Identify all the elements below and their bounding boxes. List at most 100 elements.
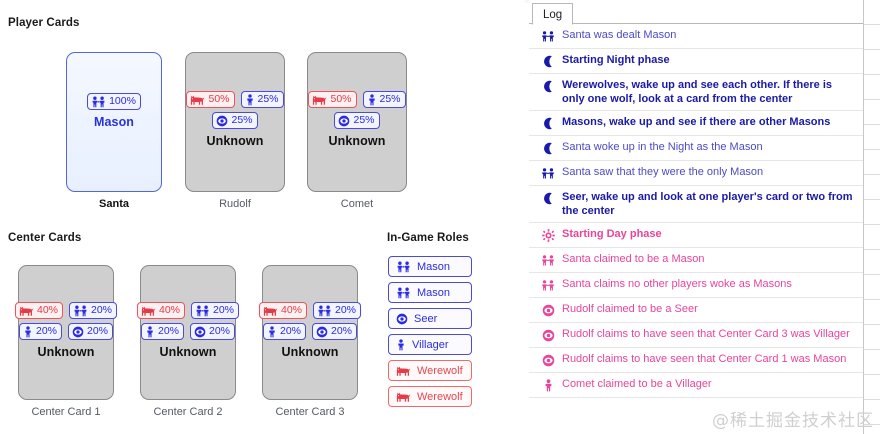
log-entry[interactable]: Werewolves, wake up and see each other. … [529,74,863,111]
seer-icon [542,354,554,366]
log-entry-text: Santa saw that they were the only Mason [562,166,764,178]
log-entry-icon [541,378,555,392]
mason-icon [542,30,554,42]
probability-badge-werewolf[interactable]: 40% [136,302,185,319]
log-entry-icon [541,278,555,292]
log-entry[interactable]: Seer, wake up and look at one player's c… [529,186,863,223]
probability-badge-mason[interactable]: 20% [69,302,118,319]
villager-icon [269,325,275,337]
role-chip-werewolf-5[interactable]: Werewolf [388,360,472,381]
badge-percent: 20% [157,325,179,337]
center-card-2: 40% 20% 20% 20% Unknown Center Card 2 [136,265,240,418]
probability-badge-villager[interactable]: 20% [18,323,62,340]
log-entry[interactable]: Masons, wake up and see if there are oth… [529,111,863,136]
werewolf-icon [263,306,278,316]
card-role-label: Unknown [328,134,386,148]
badge-percent: 100% [109,95,136,107]
adjacent-panel-row [864,400,880,425]
probability-badge-seer[interactable]: 25% [212,112,258,129]
probability-badge-mason[interactable]: 20% [191,302,240,319]
adjacent-panel-row [864,325,880,350]
card-position-label: Center Card 2 [153,406,223,418]
probability-badges: 40% 20% 20% 20% [258,302,362,340]
log-entry-text: Santa claims no other players woke as Ma… [562,278,792,290]
probability-badge-seer[interactable]: 20% [190,323,236,340]
badge-row: 20% 20% [140,323,236,340]
badge-percent: 25% [231,114,253,126]
card-face[interactable]: 100% Mason [66,52,162,192]
log-entry-list[interactable]: Santa was dealt Mason Starting Night pha… [529,24,863,434]
seer-icon [217,115,228,126]
probability-badge-villager[interactable]: 25% [362,91,406,108]
card-owner-label: Santa [99,198,129,210]
werewolf-icon [141,306,156,316]
center-card-1: 40% 20% 20% 20% Unknown Center Card 1 [14,265,118,418]
log-entry[interactable]: Rudolf claims to have seen that Center C… [529,348,863,373]
sun-icon [541,228,555,242]
role-chip-seer-3[interactable]: Seer [388,308,472,329]
log-entry[interactable]: Starting Night phase [529,49,863,74]
probability-badge-werewolf[interactable]: 40% [258,302,307,319]
role-chip-mason-1[interactable]: Mason [388,256,472,277]
probability-badges: 100% [67,93,161,110]
tab-log[interactable]: Log [532,3,574,25]
badge-percent: 20% [213,304,235,316]
card-role-label: Unknown [281,345,339,359]
card-face[interactable]: 40% 20% 20% 20% Unknown [258,265,362,400]
log-entry-text: Rudolf claimed to be a Seer [562,303,698,315]
adjacent-panel-row [864,150,880,175]
log-entry[interactable]: Comet claimed to be a Villager [529,373,863,398]
probability-badge-mason[interactable]: 100% [87,93,141,110]
log-entry[interactable]: Santa claimed to be a Mason [529,248,863,273]
card-face[interactable]: 50% 25% 25% Unknown [185,52,285,192]
adjacent-panel-row [864,250,880,275]
card-face[interactable]: 50% 25% 25% Unknown [307,52,407,192]
log-panel: Log Santa was dealt Mason Starting Night… [529,0,863,434]
player-card-comet: 50% 25% 25% Unknown Comet [307,52,407,214]
log-entry[interactable]: Starting Day phase [529,223,863,248]
probability-badge-seer[interactable]: 20% [68,323,114,340]
log-entry[interactable]: Rudolf claimed to be a Seer [529,298,863,323]
role-chip-label: Werewolf [417,364,463,377]
probability-badge-villager[interactable]: 20% [140,323,184,340]
role-chip-label: Werewolf [417,390,463,403]
probability-badge-werewolf[interactable]: 50% [308,91,357,108]
log-entry-text: Starting Night phase [562,54,670,66]
mason-icon [92,96,105,107]
log-entry-icon [541,54,555,68]
center-card-3: 40% 20% 20% 20% Unknown Center Card 3 [258,265,362,418]
werewolf-icon [191,95,205,105]
probability-badge-werewolf[interactable]: 40% [14,302,63,319]
probability-badge-seer[interactable]: 25% [334,112,380,129]
adjacent-panel-row [864,225,880,250]
mason-icon [74,305,87,316]
log-entry[interactable]: Santa was dealt Mason [529,24,863,49]
adjacent-panel-row [864,425,880,434]
probability-badge-seer[interactable]: 20% [312,323,358,340]
moon-icon [543,117,552,129]
card-face[interactable]: 40% 20% 20% 20% Unknown [136,265,240,400]
adjacent-panel-row [864,100,880,125]
moon-icon [543,142,552,154]
adjacent-panel-row [864,50,880,75]
adjacent-panel-row [864,350,880,375]
role-chip-mason-2[interactable]: Mason [388,282,472,303]
mason-icon [318,305,331,316]
card-role-label: Unknown [37,345,95,359]
role-chip-werewolf-6[interactable]: Werewolf [388,386,472,407]
probability-badge-werewolf[interactable]: 50% [186,91,235,108]
probability-badge-villager[interactable]: 20% [262,323,306,340]
log-entry[interactable]: Santa saw that they were the only Mason [529,161,863,186]
mason-icon [397,261,410,272]
werewolf-icon [396,366,411,376]
log-entry-text: Santa claimed to be a Mason [562,253,705,265]
log-entry[interactable]: Santa claims no other players woke as Ma… [529,273,863,298]
probability-badge-villager[interactable]: 25% [240,91,284,108]
mason-icon [542,254,554,266]
werewolf-icon [313,95,327,105]
log-entry[interactable]: Rudolf claims to have seen that Center C… [529,323,863,348]
log-entry[interactable]: Santa woke up in the Night as the Mason [529,136,863,161]
role-chip-villager-4[interactable]: Villager [388,334,472,355]
probability-badge-mason[interactable]: 20% [313,302,362,319]
card-face[interactable]: 40% 20% 20% 20% Unknown [14,265,118,400]
